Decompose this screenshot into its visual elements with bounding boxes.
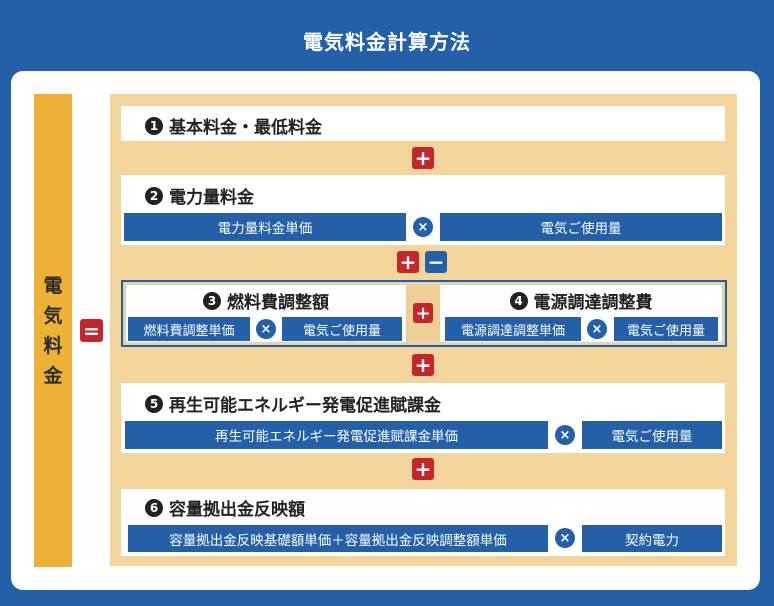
times-icon: × — [413, 217, 433, 237]
plus-icon: + — [412, 147, 434, 169]
number-3-icon: 3 — [203, 291, 221, 310]
plus-icon: + — [397, 251, 419, 273]
total-electricity-bill-label: 電 気 料 金 — [34, 94, 72, 567]
item-energy-charge: 2 電力量料金 電力量料金単価 × 電気ご使用量 — [121, 175, 725, 245]
factor-bar: 電力量料金単価 — [124, 213, 406, 241]
plus-icon: + — [412, 458, 434, 480]
factor-bar: 電気ご使用量 — [440, 213, 722, 241]
item-renewable-energy-surcharge: 5 再生可能エネルギー発電促進賦課金 再生可能エネルギー発電促進賦課金単価 × … — [121, 383, 725, 453]
equals-icon: = — [80, 319, 103, 342]
item-title: 再生可能エネルギー発電促進賦課金 — [169, 396, 441, 416]
total-char: 気 — [43, 304, 63, 327]
number-6-icon: 6 — [145, 498, 163, 517]
times-icon: × — [587, 319, 607, 339]
item-title: 電力量料金 — [169, 188, 254, 208]
factor-bar: 容量拠出金反映基礎額単価＋容量拠出金反映調整額単価 — [128, 525, 548, 552]
item-basic-charge: 1 基本料金・最低料金 — [121, 106, 725, 141]
factor-bar: 契約電力 — [582, 525, 722, 552]
item-fuel-cost-adjustment: 3 燃料費調整額 燃料費調整単価 × 電気ご使用量 — [126, 285, 406, 342]
item-title: 電源調達調整費 — [533, 293, 653, 313]
factor-bar: 電源調達調整単価 — [445, 317, 581, 341]
times-icon: × — [555, 425, 575, 445]
number-5-icon: 5 — [145, 394, 163, 413]
factor-bar: 電気ご使用量 — [282, 317, 402, 341]
minus-icon: − — [425, 251, 447, 273]
times-icon: × — [555, 528, 575, 548]
factor-bar: 電気ご使用量 — [582, 421, 722, 449]
plus-icon: + — [412, 354, 434, 376]
total-char: 金 — [43, 364, 63, 387]
item-capacity-contribution-charge: 6 容量拠出金反映額 容量拠出金反映基礎額単価＋容量拠出金反映調整額単価 × 契… — [121, 489, 725, 556]
times-icon: × — [256, 319, 276, 339]
factor-bar: 燃料費調整単価 — [128, 317, 250, 341]
item-title: 容量拠出金反映額 — [169, 500, 305, 520]
page-title: 電気料金計算方法 — [303, 30, 471, 54]
plus-icon: + — [413, 303, 433, 324]
factor-bar: 電気ご使用量 — [614, 317, 718, 341]
item-title: 燃料費調整額 — [227, 293, 329, 313]
number-4-icon: 4 — [509, 291, 528, 310]
item-title: 基本料金・最低料金 — [169, 118, 322, 138]
item-power-procurement-adjustment: 4 電源調達調整費 電源調達調整単価 × 電気ご使用量 — [440, 285, 722, 342]
total-char: 電 — [43, 274, 63, 297]
number-2-icon: 2 — [145, 186, 163, 205]
total-char: 料 — [43, 334, 63, 357]
factor-bar: 再生可能エネルギー発電促進賦課金単価 — [125, 421, 548, 449]
number-1-icon: 1 — [145, 116, 163, 135]
